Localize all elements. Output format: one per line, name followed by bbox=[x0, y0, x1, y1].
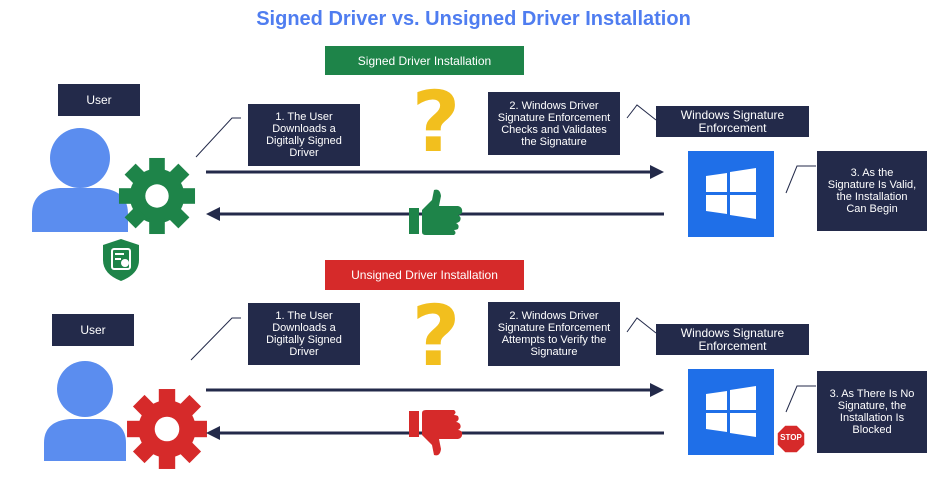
signed-step1-box: 1. The User Downloads a Digitally Signed… bbox=[248, 104, 360, 166]
windows-logo-icon bbox=[688, 369, 774, 455]
unsigned-banner: Unsigned Driver Installation bbox=[325, 260, 524, 290]
gear-icon bbox=[127, 389, 207, 469]
unsigned-step3-box: 3. As There Is No Signature, the Install… bbox=[817, 371, 927, 453]
unsigned-step1-box: 1. The User Downloads a Digitally Signed… bbox=[248, 303, 360, 365]
page-title: Signed Driver vs. Unsigned Driver Instal… bbox=[256, 8, 691, 30]
signed-step2-box: 2. Windows Driver Signature Enforcement … bbox=[488, 92, 620, 155]
certificate-shield-icon bbox=[103, 239, 139, 281]
user-icon bbox=[32, 128, 128, 232]
unsigned-wse-label: Windows Signature Enforcement bbox=[656, 324, 809, 355]
question-mark-icon: ? bbox=[411, 287, 461, 385]
windows-logo-icon bbox=[688, 151, 774, 237]
stop-sign-text: STOP bbox=[780, 433, 802, 442]
signed-step3-box: 3. As the Signature Is Valid, the Instal… bbox=[817, 151, 927, 231]
question-mark-icon: ? bbox=[411, 73, 461, 171]
unsigned-step2-box: 2. Windows Driver Signature Enforcement … bbox=[488, 302, 620, 366]
thumbs-down-icon bbox=[409, 410, 463, 456]
stop-sign-icon bbox=[776, 424, 806, 454]
signed-user-label: User bbox=[58, 84, 140, 116]
gear-icon bbox=[118, 157, 196, 235]
user-icon bbox=[44, 361, 126, 461]
signed-wse-label: Windows Signature Enforcement bbox=[656, 106, 809, 137]
thumbs-up-icon bbox=[409, 189, 463, 235]
unsigned-user-label: User bbox=[52, 314, 134, 346]
signed-banner: Signed Driver Installation bbox=[325, 46, 524, 75]
